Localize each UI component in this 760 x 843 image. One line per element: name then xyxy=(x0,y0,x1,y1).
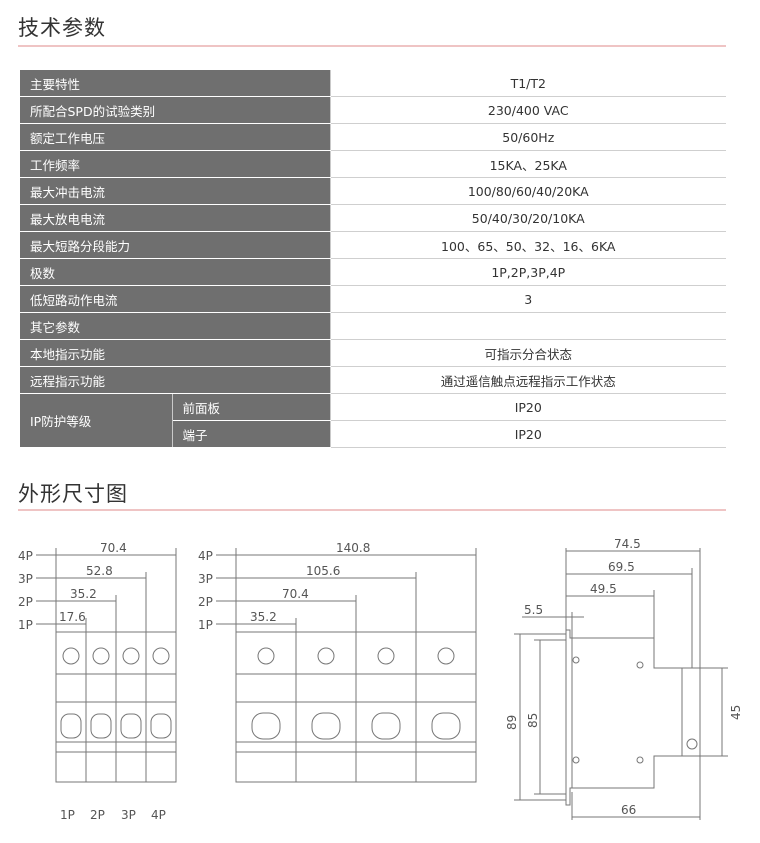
middle-breaker-outline xyxy=(235,631,477,783)
bottom-label-4p: 4P xyxy=(151,808,166,822)
dimension-title-rule xyxy=(18,509,726,511)
left-pole-label-4p: 4P xyxy=(18,549,33,563)
left-dim-52-8: 52.8 xyxy=(86,564,113,578)
left-breaker-outline xyxy=(55,631,177,783)
spec-row: 本地指示功能可指示分合状态 xyxy=(20,339,726,367)
mid-pole-label-4p: 4P xyxy=(198,549,213,563)
spec-value: 100、65、50、32、16、6KA xyxy=(330,231,726,259)
spec-label: 低短路动作电流 xyxy=(20,285,331,313)
side-dim-5-5: 5.5 xyxy=(524,603,543,617)
mid-dim-140-8: 140.8 xyxy=(336,541,370,555)
spec-value: 可指示分合状态 xyxy=(330,339,726,367)
side-dim-69-5: 69.5 xyxy=(608,560,635,574)
spec-label: 其它参数 xyxy=(20,312,331,340)
dimension-drawing: 4P 3P 2P 1P 70.4 52.8 35.2 17.6 1P 2P 3P… xyxy=(18,537,743,822)
ip-rating-label: IP防护等级 xyxy=(20,393,173,448)
spec-value: 3 xyxy=(330,285,726,313)
bottom-label-1p: 1P xyxy=(60,808,75,822)
spec-value: 50/60Hz xyxy=(330,123,726,151)
mid-pole-label-3p: 3P xyxy=(198,572,213,586)
side-dim-89: 89 xyxy=(505,715,519,730)
spec-row: 远程指示功能通过遥信触点远程指示工作状态 xyxy=(20,366,726,394)
spec-value xyxy=(330,312,726,340)
spec-value: 15KA、25KA xyxy=(330,150,726,178)
ip-sub-value: IP20 xyxy=(330,420,726,448)
side-dim-45: 45 xyxy=(729,705,743,720)
mid-dim-70-4: 70.4 xyxy=(282,587,309,601)
left-pole-label-3p: 3P xyxy=(18,572,33,586)
spec-value: T1/T2 xyxy=(330,70,726,97)
spec-label: 最大冲击电流 xyxy=(20,177,331,205)
dimension-section-title: 外形尺寸图 xyxy=(18,482,128,506)
spec-label: 本地指示功能 xyxy=(20,339,331,367)
mid-pole-label-2p: 2P xyxy=(198,595,213,609)
spec-label: 最大短路分段能力 xyxy=(20,231,331,259)
side-dim-66: 66 xyxy=(621,803,636,817)
left-pole-label-1p: 1P xyxy=(18,618,33,632)
side-dim-49-5: 49.5 xyxy=(590,582,617,596)
left-pole-label-2p: 2P xyxy=(18,595,33,609)
spec-label: 极数 xyxy=(20,258,331,286)
spec-row: 其它参数 xyxy=(20,312,726,340)
left-dim-35-2: 35.2 xyxy=(70,587,97,601)
mid-dim-35-2: 35.2 xyxy=(250,610,277,624)
spec-value: 230/400 VAC xyxy=(330,96,726,124)
spec-value: 1P,2P,3P,4P xyxy=(330,258,726,286)
spec-label: 远程指示功能 xyxy=(20,366,331,394)
spec-label: 所配合SPD的试验类别 xyxy=(20,96,331,124)
ip-sub-value: IP20 xyxy=(330,393,726,421)
spec-label: 主要特性 xyxy=(20,70,331,97)
side-dim-74-5: 74.5 xyxy=(614,537,641,551)
ip-sub-label: 端子 xyxy=(171,420,331,448)
spec-section-title: 技术参数 xyxy=(18,16,106,40)
bottom-label-2p: 2P xyxy=(90,808,105,822)
ip-sub-label: 前面板 xyxy=(171,393,331,421)
spec-label: 工作频率 xyxy=(20,150,331,178)
mid-pole-label-1p: 1P xyxy=(198,618,213,632)
side-dim-85: 85 xyxy=(526,713,540,728)
spec-title-rule xyxy=(18,45,726,47)
left-dim-70-4: 70.4 xyxy=(100,541,127,555)
spec-label: 额定工作电压 xyxy=(20,123,331,151)
spec-label: 最大放电电流 xyxy=(20,204,331,232)
side-view-outline xyxy=(538,629,701,806)
spec-value: 100/80/60/40/20KA xyxy=(330,177,726,205)
left-dim-17-6: 17.6 xyxy=(59,610,86,624)
spec-value: 通过遥信触点远程指示工作状态 xyxy=(330,366,726,394)
bottom-label-3p: 3P xyxy=(121,808,136,822)
mid-dim-105-6: 105.6 xyxy=(306,564,340,578)
spec-value: 50/40/30/20/10KA xyxy=(330,204,726,232)
